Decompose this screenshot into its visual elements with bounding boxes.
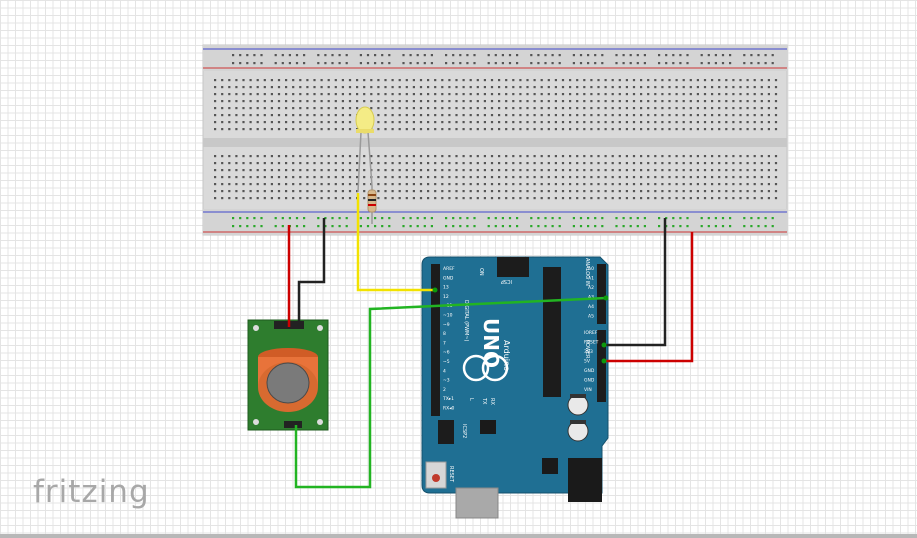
- arduino-uno-board[interactable]: UNO Arduino DIGITAL (PWM~) POWER ANALOG …: [421, 256, 609, 519]
- wires[interactable]: [287, 193, 694, 489]
- led-rim: [356, 129, 374, 133]
- power-pin-label-3: 5V: [584, 359, 591, 365]
- icsp-label: ICSP: [501, 278, 512, 284]
- gas-sensor-module[interactable]: [247, 319, 329, 431]
- breadboard-center-channel: [203, 138, 787, 147]
- digital-pin-label-0: AREF: [443, 266, 455, 272]
- digital-pin-label-7: 8: [443, 331, 446, 337]
- digital-pin-label-1: GND: [443, 275, 454, 281]
- wire-end-5v: [601, 358, 607, 364]
- digital-pin-label-8: 7: [443, 340, 446, 346]
- icsp-header: [497, 257, 529, 277]
- led-leg-anode: [357, 131, 362, 193]
- analog-pin-label-2: A2: [588, 285, 594, 291]
- wire-yellow-led-d2[interactable]: [356, 193, 435, 292]
- power-header: [597, 330, 606, 402]
- breadboard[interactable]: [202, 44, 788, 236]
- digital-pin-label-14: TX▸1: [442, 396, 454, 402]
- arduino-uno-logo: UNO: [479, 318, 503, 368]
- icsp2-label: ICSP2: [461, 424, 467, 438]
- l-led-label: L: [468, 398, 474, 401]
- digital-pin-label-10: ~5: [443, 359, 450, 365]
- digital-pin-label-13: 2: [443, 387, 446, 393]
- power-pin-label-0: IOREF: [584, 330, 598, 336]
- reset-label: RESET: [448, 466, 454, 483]
- power-pin-label-6: VIN: [584, 387, 592, 393]
- atmega-chip: [543, 267, 561, 397]
- digital-pin-label-6: ~9: [443, 322, 450, 328]
- sensor-mesh: [266, 362, 310, 404]
- icsp2-header: [438, 420, 454, 444]
- led-leg-cathode: [367, 131, 373, 187]
- wire-end-d2: [432, 287, 438, 293]
- wire-end-a0: [603, 295, 609, 301]
- arduino-logo-infinity-left: [462, 354, 490, 382]
- power-pin-label-4: GND: [584, 368, 595, 374]
- rx-led-label: RX: [489, 398, 495, 405]
- power-pin-label-1: RESET: [584, 340, 599, 346]
- wire-black-gnd[interactable]: [604, 218, 667, 347]
- fritzing-logo: fritzing: [33, 474, 150, 510]
- wire-end-gnd: [601, 342, 607, 348]
- digital-pin-label-2: 13: [443, 285, 449, 291]
- digital-label: DIGITAL (PWM~): [463, 300, 469, 342]
- digital-header: [431, 264, 440, 416]
- digital-pin-label-12: ~3: [443, 378, 450, 384]
- sensor-header-bottom: [284, 421, 302, 428]
- power-pin-label-5: GND: [584, 378, 595, 384]
- analog-label: ANALOG IN: [584, 258, 590, 286]
- analog-pin-label-4: A4: [588, 304, 594, 310]
- digital-pin-label-3: 12: [443, 294, 449, 300]
- usb-connector[interactable]: [455, 487, 499, 519]
- analog-pin-label-1: A1: [588, 276, 594, 282]
- tx-led-label: TX: [481, 397, 487, 405]
- wire-red-5v[interactable]: [604, 232, 694, 363]
- analog-pin-label-0: A0: [588, 266, 594, 272]
- digital-pin-label-11: 4: [443, 368, 446, 374]
- digital-pin-label-5: ~10: [443, 313, 453, 319]
- breadboard-holes: [214, 54, 778, 228]
- led-and-resistor[interactable]: [355, 106, 377, 224]
- analog-header-top: [597, 264, 606, 324]
- canvas-bottom-border: [0, 534, 917, 538]
- wire-black-sensor-gnd[interactable]: [297, 218, 326, 327]
- digital-pin-label-15: RX◂0: [443, 406, 454, 412]
- analog-pin-label-5: A5: [588, 314, 594, 320]
- arduino-logo-infinity-right: [481, 354, 509, 382]
- digital-pin-label-9: ~6: [443, 350, 450, 356]
- on-led-label: ON: [478, 268, 484, 276]
- power-jack[interactable]: [568, 458, 602, 502]
- power-label: POWER: [584, 340, 590, 359]
- wire-green-sensor-a0[interactable]: [294, 296, 607, 489]
- power-pin-labels: IOREF RESET 3V3 5V GND GND VIN: [584, 330, 599, 393]
- arduino-brand-label: Arduino: [502, 340, 511, 371]
- power-pin-label-2: 3V3: [584, 349, 593, 355]
